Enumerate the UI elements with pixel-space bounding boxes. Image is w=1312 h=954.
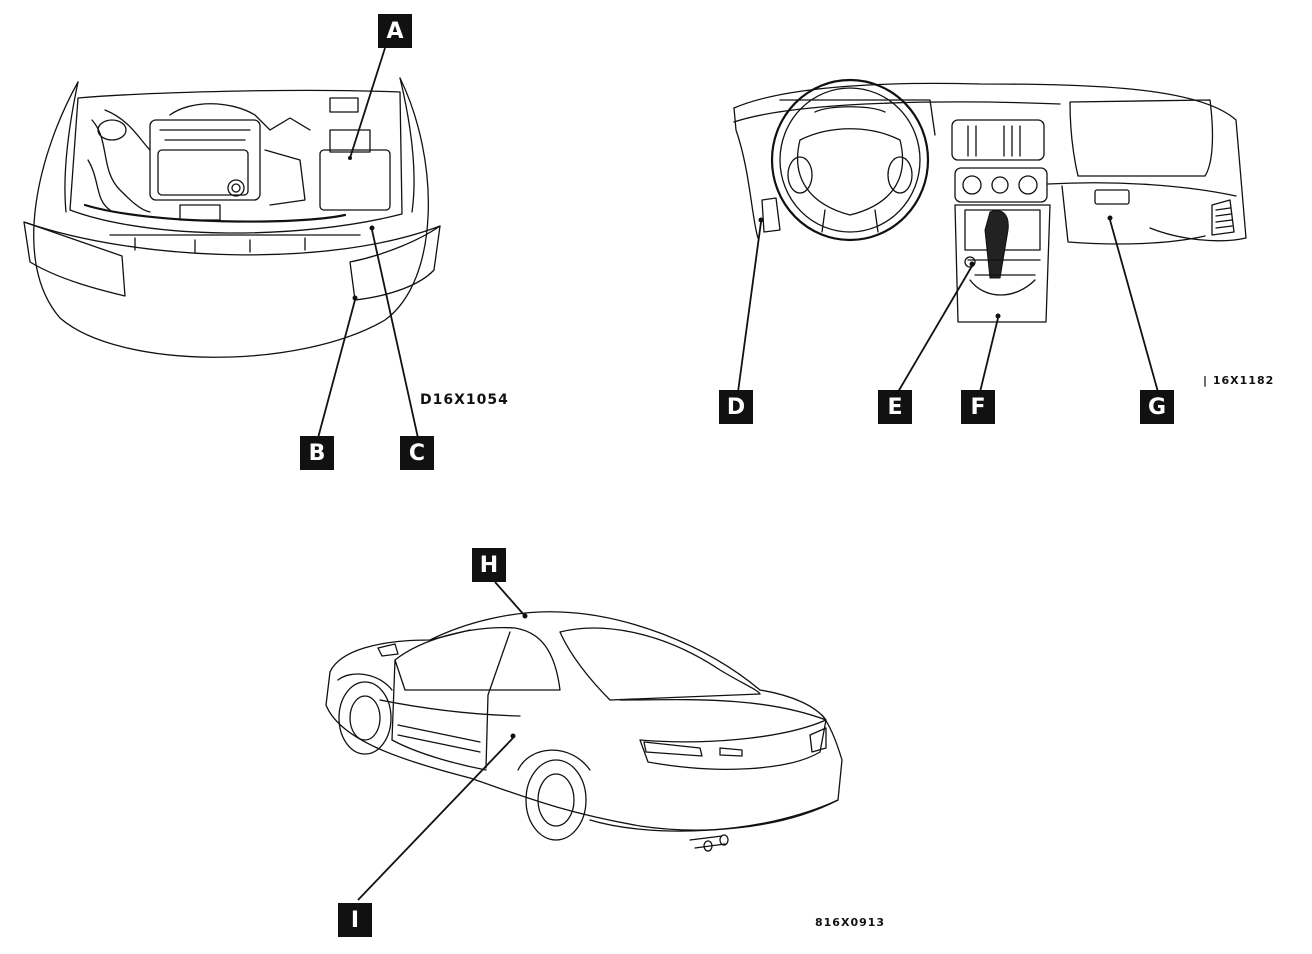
callout-i: I [338,903,372,937]
car-figure-code: 816X0913 [815,916,886,929]
engine-figure-code: D16X1054 [420,392,509,408]
callout-c: C [400,436,434,470]
callout-a: A [378,14,412,48]
dashboard-illustration [733,78,1247,393]
engine-bay-illustration [23,47,441,439]
dashboard-figure-code-text: 16X1182 [1212,374,1275,387]
callout-e: E [878,390,912,424]
callout-f: F [961,390,995,424]
dashboard-figure-code: | 16X1182 [1203,374,1275,387]
callout-b: B [300,436,334,470]
callout-g: G [1140,390,1174,424]
callout-h: H [472,548,506,582]
car-illustration [325,581,843,901]
callout-d: D [719,390,753,424]
